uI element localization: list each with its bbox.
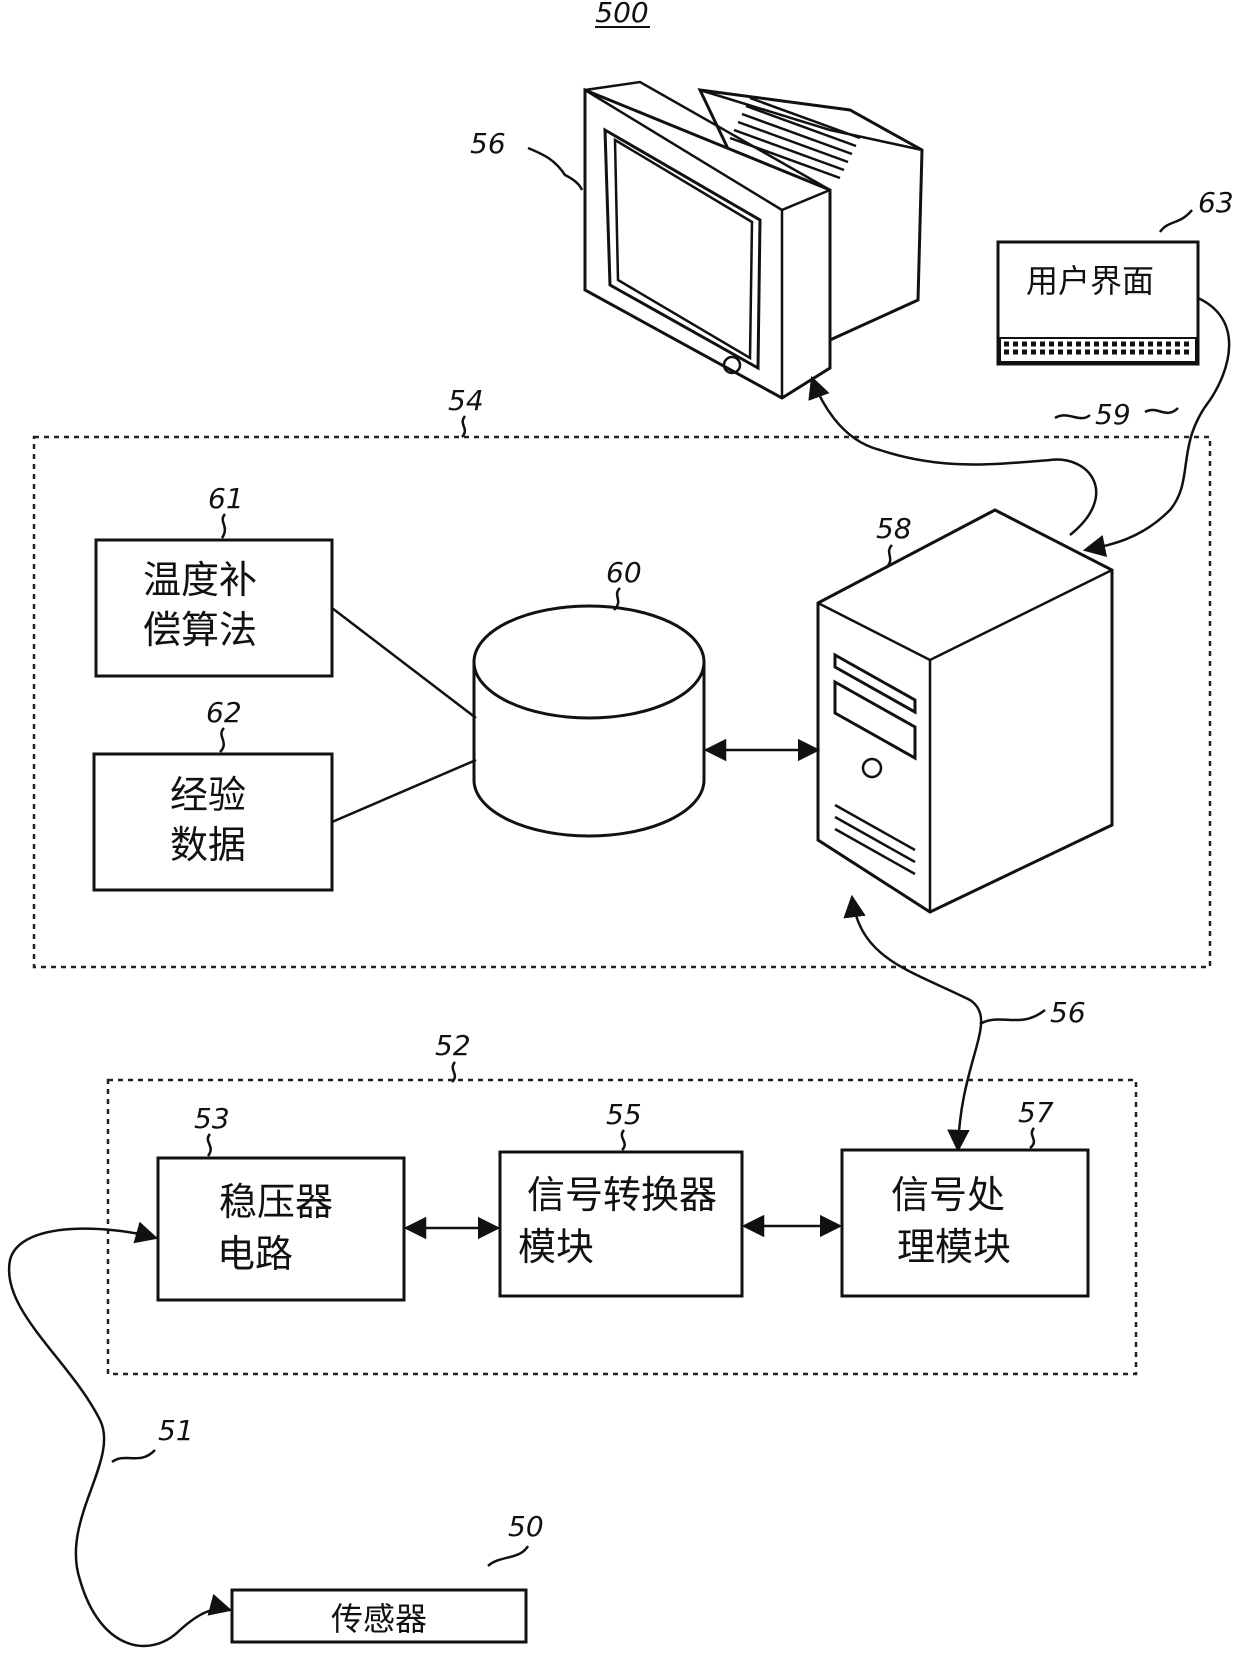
regulator-ref: 53 [194,1102,230,1135]
monitor-ref: 56 [470,127,506,160]
system-ref: 54 [448,384,484,417]
database-icon [474,606,704,836]
empirical-label-2: 数据 [170,823,246,867]
algorithm-label-1: 温度补 [143,558,257,602]
processor-label-1: 信号处 [891,1173,1005,1217]
sensor-box: 传感器 [232,1590,526,1642]
signal-converter-box: 信号转换器 模块 [500,1152,742,1296]
algorithm-ref: 61 [208,482,244,515]
signal-processing-box: 信号处 理模块 [842,1150,1088,1296]
empirical-label-1: 经验 [170,773,246,817]
monitor-icon [585,82,922,398]
processor-ref: 57 [1018,1096,1054,1129]
user-interface-ref: 63 [1198,186,1234,219]
figure-number: 500 [595,0,648,29]
empirical-data-box: 经验 数据 [94,754,332,890]
processor-label-2: 理模块 [897,1225,1011,1269]
sensor-ref: 50 [508,1510,544,1543]
user-interface-box: 用户界面 [998,242,1198,364]
regulator-label-2: 电路 [217,1232,293,1276]
cable-56-ref: 56 [1050,996,1086,1029]
algorithm-box: 温度补 偿算法 [96,540,332,676]
cable-59-ref: 59 [1095,398,1131,431]
converter-label-2: 模块 [518,1225,594,1269]
regulator-label-1: 稳压器 [219,1180,333,1224]
database-ref: 60 [606,556,642,589]
cable-51-ref: 51 [158,1414,194,1447]
algorithm-label-2: 偿算法 [143,608,257,652]
converter-label-1: 信号转换器 [527,1173,717,1217]
sensor-label: 传感器 [331,1600,427,1638]
user-interface-label: 用户界面 [1026,262,1154,300]
computer-tower-icon [818,510,1112,912]
regulator-box: 稳压器 电路 [158,1158,404,1300]
converter-ref: 55 [606,1098,642,1131]
computer-ref: 58 [876,512,912,545]
empirical-ref: 62 [206,696,242,729]
module-ref: 52 [435,1029,471,1062]
